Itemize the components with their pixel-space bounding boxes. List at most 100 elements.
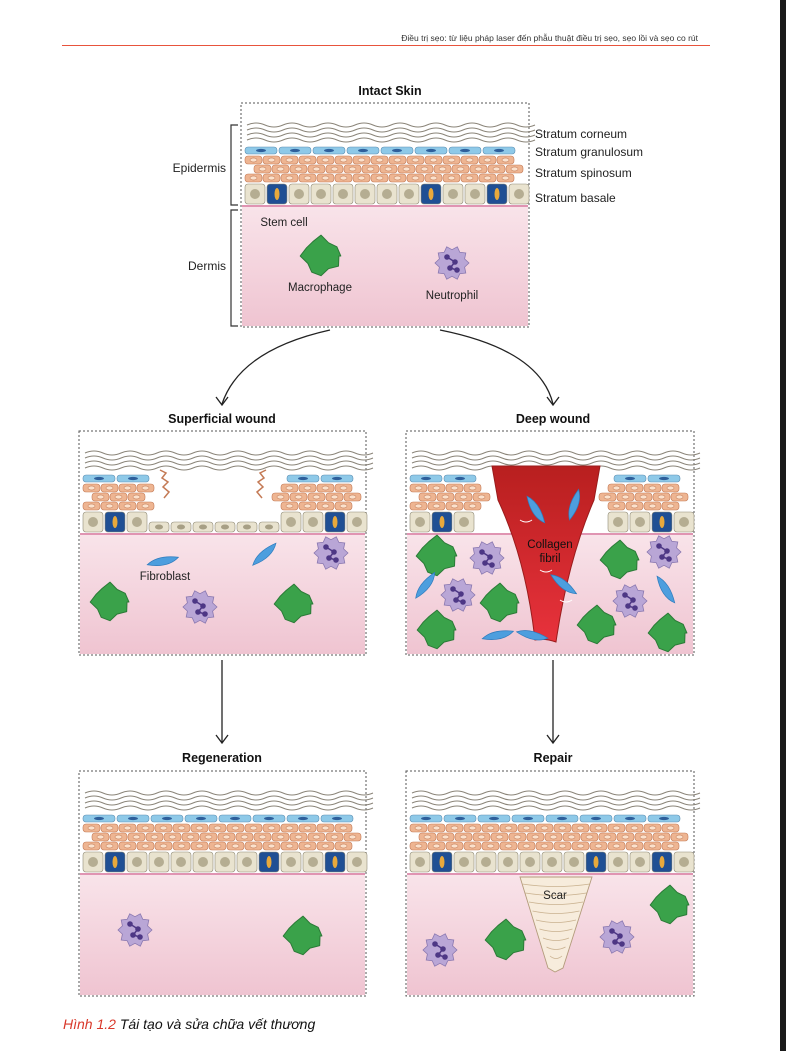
neutrophil-lobe [435, 952, 441, 958]
neutrophil-lobe-link [434, 943, 446, 958]
basal-nucleus [352, 517, 362, 527]
title-repair: Repair [534, 751, 573, 765]
spinosum-nucleus [258, 834, 267, 840]
neutrophil-lobe [326, 555, 332, 561]
spinosum-nucleus [267, 843, 276, 849]
spinosum-nucleus [465, 157, 474, 163]
spinosum-nucleus [612, 485, 621, 491]
neutrophil-lobe [323, 544, 329, 550]
granulosum-nucleus [523, 816, 533, 821]
stratum-corneum [411, 800, 701, 806]
basal-nucleus [338, 189, 348, 199]
spinosum-nucleus [612, 843, 621, 849]
granulosum-nucleus [128, 476, 138, 481]
title-superficial-wound: Superficial wound [168, 412, 276, 426]
stratum-corneum [84, 450, 374, 456]
spinosum-nucleus [504, 843, 513, 849]
fibroblast-cell [526, 495, 546, 524]
spinosum-nucleus [312, 834, 321, 840]
granulosum-nucleus [557, 816, 567, 821]
spinosum-nucleus [414, 503, 423, 509]
spinosum-nucleus [441, 834, 450, 840]
spinosum-nucleus [657, 494, 666, 500]
neutrophil-cell [469, 541, 505, 575]
spinosum-nucleus [513, 834, 522, 840]
spinosum-nucleus [213, 825, 222, 831]
granulosum-nucleus [625, 816, 635, 821]
scar-fiber [521, 883, 591, 887]
scar-fiber [532, 910, 580, 914]
spinosum-nucleus [450, 825, 459, 831]
macrophage-cell [89, 581, 130, 622]
spinosum-nucleus [447, 157, 456, 163]
neutrophil-cell [440, 578, 476, 612]
basal-nucleus [274, 188, 280, 200]
spinosum-nucleus [150, 834, 159, 840]
neutrophil-lobe [192, 598, 198, 604]
basal-nucleus [242, 857, 252, 867]
basal-nucleus [503, 857, 513, 867]
spinosum-nucleus [432, 503, 441, 509]
spinosum-nucleus [414, 843, 423, 849]
granulosum-nucleus [421, 816, 431, 821]
spinosum-nucleus [648, 843, 657, 849]
macrophage-cell [479, 582, 520, 623]
spinosum-nucleus [540, 825, 549, 831]
spinosum-nucleus [621, 494, 630, 500]
spinosum-nucleus [96, 494, 105, 500]
neutrophil-lobe [664, 548, 670, 554]
spinosum-nucleus [141, 843, 150, 849]
label-dermis: Dermis [188, 259, 226, 273]
stratum-corneum [84, 795, 374, 801]
spinosum-nucleus [510, 166, 519, 172]
neutrophil-lobe [127, 921, 133, 927]
spinosum-nucleus [357, 175, 366, 181]
spinosum-nucleus [366, 166, 375, 172]
fibroblast-cell [656, 575, 676, 604]
basal-nucleus [360, 189, 370, 199]
granulosum-nucleus [94, 476, 104, 481]
basal-nucleus [316, 189, 326, 199]
spinosum-nucleus [276, 494, 285, 500]
granulosum-nucleus [659, 816, 669, 821]
spinosum-nucleus [348, 494, 357, 500]
spinosum-nucleus [411, 175, 420, 181]
spinosum-nucleus [450, 503, 459, 509]
neutrophil-lobe [195, 609, 201, 615]
fibroblast-body [146, 556, 180, 566]
fibroblast-cell [146, 556, 180, 566]
basal-nucleus [286, 517, 296, 527]
basal-nucleus [448, 189, 458, 199]
basal-nucleus [593, 856, 599, 868]
neutrophil-lobe-link [481, 551, 493, 566]
basal-nucleus [459, 517, 469, 527]
label-stem-cell: Stem cell [260, 217, 307, 229]
label-collagen: Collagen [527, 539, 572, 551]
neutrophil-lobe [458, 591, 464, 597]
spinosum-nucleus [603, 494, 612, 500]
basal-nucleus [679, 857, 689, 867]
basal-nucleus [221, 524, 229, 530]
label-stratum-corneum: Stratum corneum [535, 127, 627, 141]
spinosum-nucleus [432, 825, 441, 831]
fibroblast-cell [252, 542, 277, 566]
label-fibril: fibril [539, 553, 560, 565]
macrophage-cell [415, 534, 458, 577]
stratum-corneum [84, 805, 374, 811]
scar-fiber [539, 928, 573, 932]
spinosum-nucleus [321, 843, 330, 849]
dermis-bracket [230, 209, 238, 327]
stratum-corneum [84, 465, 374, 471]
basal-nucleus [635, 857, 645, 867]
spinosum-nucleus [576, 825, 585, 831]
granulosum-nucleus [264, 816, 274, 821]
spinosum-nucleus [168, 834, 177, 840]
basal-nucleus [428, 188, 434, 200]
spinosum-nucleus [630, 485, 639, 491]
spinosum-nucleus [186, 834, 195, 840]
granulosum-nucleus [421, 476, 431, 481]
spinosum-nucleus [474, 166, 483, 172]
spinosum-nucleus [249, 843, 258, 849]
spinosum-nucleus [294, 166, 303, 172]
